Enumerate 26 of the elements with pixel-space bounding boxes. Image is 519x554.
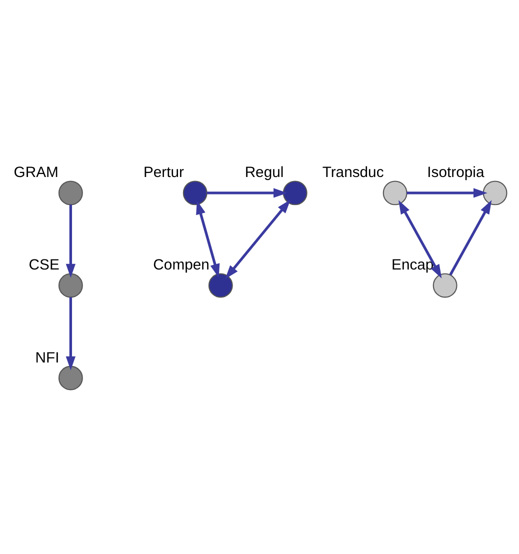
arrow bbox=[65, 204, 76, 278]
arrow bbox=[206, 188, 287, 198]
node-label: Compen bbox=[152, 257, 209, 274]
arrow bbox=[406, 188, 487, 198]
node-circle bbox=[432, 272, 457, 298]
node-label: Encap bbox=[391, 257, 434, 274]
node-circle bbox=[382, 180, 407, 205]
node-circle bbox=[182, 180, 207, 205]
node-circle bbox=[58, 272, 82, 298]
node-circle bbox=[208, 272, 232, 298]
node-label: Pertur bbox=[142, 164, 184, 181]
arrow bbox=[398, 200, 442, 278]
node-circle bbox=[482, 180, 507, 205]
arrow bbox=[196, 200, 220, 278]
node-label: Isotropia bbox=[426, 164, 484, 181]
node-label: CSE bbox=[28, 257, 59, 274]
node-label: Regul bbox=[244, 164, 284, 181]
node-label: GRAM bbox=[13, 164, 58, 181]
arrow bbox=[65, 296, 76, 370]
node-label: Transduc bbox=[322, 164, 384, 181]
node-circle bbox=[282, 180, 307, 205]
arrow bbox=[448, 200, 492, 275]
node-circle bbox=[58, 365, 82, 390]
node-circle bbox=[58, 180, 82, 205]
arrow bbox=[224, 199, 290, 279]
node-label: NFI bbox=[34, 350, 59, 366]
